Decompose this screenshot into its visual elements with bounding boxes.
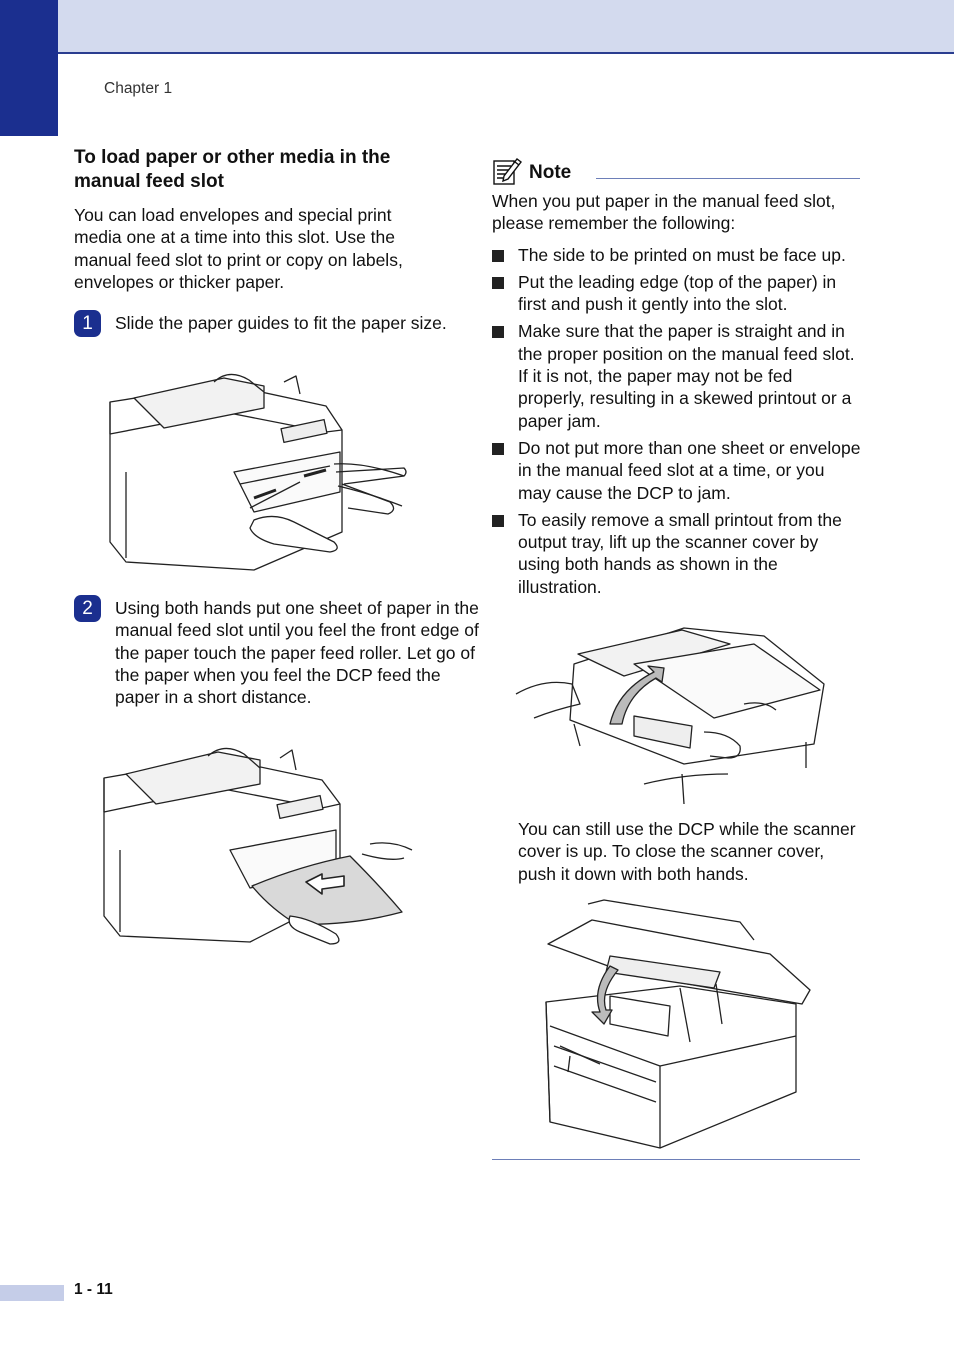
note-bullet-1: The side to be printed on must be face u… bbox=[492, 244, 862, 266]
header-band bbox=[58, 0, 954, 54]
note-title: Note bbox=[529, 162, 572, 183]
note-intro: When you put paper in the manual feed sl… bbox=[492, 191, 836, 234]
note-end-rule bbox=[492, 1159, 860, 1160]
page-number: 1 - 11 bbox=[74, 1281, 113, 1298]
step-number-2: 2 bbox=[74, 595, 101, 622]
illustration-slide-guides bbox=[109, 373, 407, 571]
illustration-insert-sheet bbox=[103, 747, 413, 945]
note-rule bbox=[596, 178, 860, 179]
step-1: 1 Slide the paper guides to fit the pape… bbox=[74, 310, 485, 337]
note-bullet-3: Make sure that the paper is straight and… bbox=[492, 320, 862, 431]
note-bullet-2: Put the leading edge (top of the paper) … bbox=[492, 271, 862, 316]
footer-band bbox=[0, 1285, 64, 1301]
bullet-square-icon bbox=[492, 442, 504, 455]
note-followup: You can still use the DCP while the scan… bbox=[518, 819, 856, 884]
chapter-label: Chapter 1 bbox=[104, 80, 173, 97]
bullet-square-icon bbox=[492, 276, 504, 289]
step-number-1: 1 bbox=[74, 310, 101, 337]
chapter-tab bbox=[0, 0, 58, 136]
left-column: To load paper or other media in the manu… bbox=[74, 146, 444, 293]
note-bullet-5: To easily remove a small printout from t… bbox=[492, 509, 862, 598]
note-body: When you put paper in the manual feed sl… bbox=[492, 190, 862, 598]
illustration-lift-scanner-cover bbox=[515, 627, 825, 805]
step-2: 2 Using both hands put one sheet of pape… bbox=[74, 595, 485, 708]
illustration-close-scanner-cover bbox=[545, 899, 811, 1149]
note-header: Note bbox=[492, 156, 860, 186]
note-pencil-icon bbox=[493, 158, 522, 185]
section-title: To load paper or other media in the manu… bbox=[74, 147, 391, 192]
bullet-square-icon bbox=[492, 249, 504, 262]
step-text-2: Using both hands put one sheet of paper … bbox=[115, 598, 479, 708]
intro-paragraph: You can load envelopes and special print… bbox=[74, 205, 403, 292]
step-text-1: Slide the paper guides to fit the paper … bbox=[115, 313, 447, 333]
bullet-square-icon bbox=[492, 326, 504, 339]
note-bullet-4: Do not put more than one sheet or envelo… bbox=[492, 437, 862, 504]
bullet-square-icon bbox=[492, 514, 504, 527]
